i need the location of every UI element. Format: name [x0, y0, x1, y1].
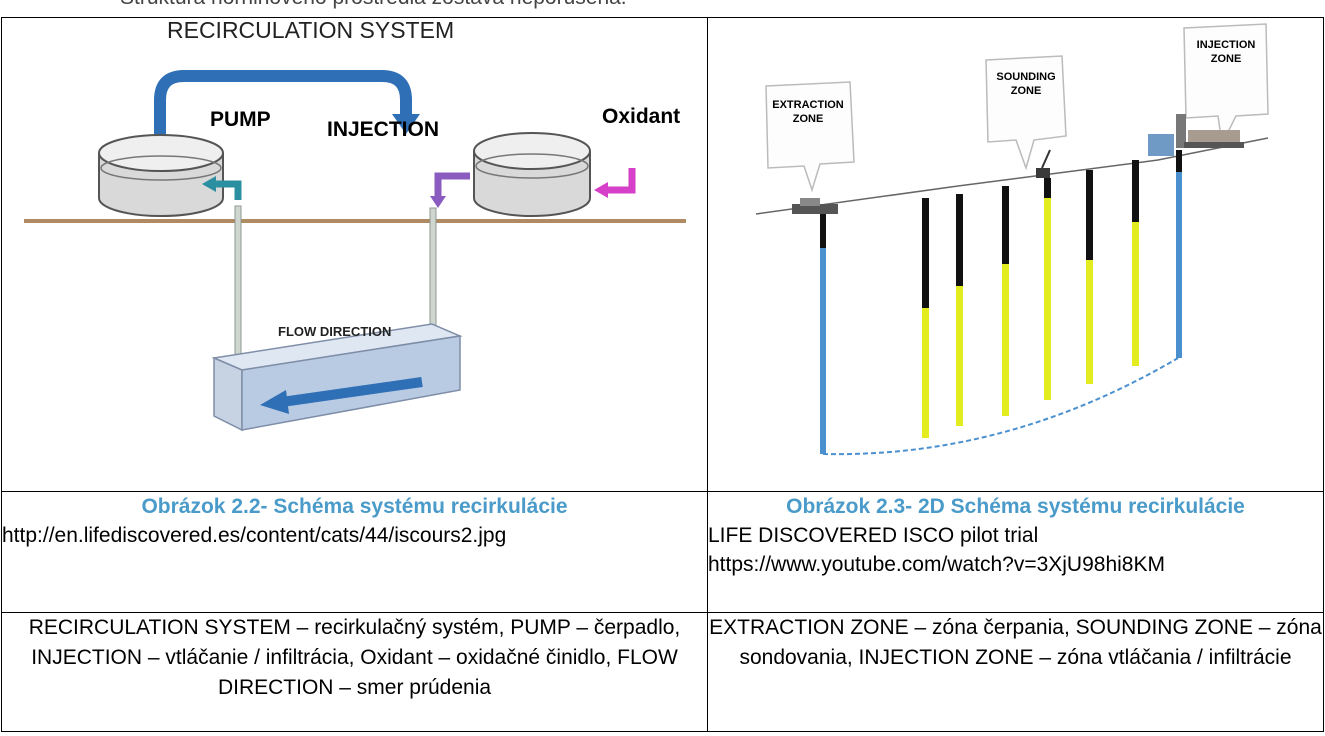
left-caption-title: Obrázok 2.2- Schéma systému recirkulácie — [141, 495, 568, 518]
sounding-pole — [1002, 186, 1009, 416]
injection-tank-icon — [473, 132, 591, 217]
right-legend-cell: EXTRACTION ZONE – zóna čerpania, SOUNDIN… — [707, 612, 1324, 732]
sounding-pole — [1044, 178, 1051, 400]
figure-table: RECIRCULATION SYSTEM — [1, 17, 1324, 732]
right-caption-cell: Obrázok 2.3- 2D Schéma systému recirkulá… — [707, 491, 1324, 613]
right-caption-line1: LIFE DISCOVERED ISCO pilot trial — [708, 524, 1039, 547]
aquifer-box — [211, 323, 463, 432]
extraction-zone-callout: EXTRACTION ZONE — [765, 81, 855, 193]
left-legend-cell: RECIRCULATION SYSTEM – recirkulačný syst… — [1, 612, 708, 732]
left-image-cell: RECIRCULATION SYSTEM — [1, 17, 708, 492]
right-caption-source: https://www.youtube.com/watch?v=3XjU98hi… — [708, 553, 1165, 576]
pump-label: PUMP — [210, 108, 271, 131]
diagram-title: RECIRCULATION SYSTEM — [167, 18, 454, 43]
header-cut-text: Štruktúra horninového prostredia zostáva… — [120, 0, 627, 10]
svg-text:EXTRACTION: EXTRACTION — [772, 99, 844, 111]
svg-text:ZONE: ZONE — [1011, 85, 1042, 97]
recirculation-diagram: RECIRCULATION SYSTEM — [2, 17, 702, 486]
injection-well — [429, 207, 437, 329]
right-caption-title: Obrázok 2.3- 2D Schéma systému recirkulá… — [786, 495, 1245, 518]
svg-text:SOUNDING: SOUNDING — [996, 71, 1055, 83]
injection-label: INJECTION — [327, 118, 439, 141]
svg-text:ZONE: ZONE — [1211, 53, 1242, 65]
oxidant-label: Oxidant — [602, 105, 680, 128]
right-image-cell: EXTRACTION ZONE SOUNDING ZONE INJECTION … — [707, 17, 1324, 492]
flow-direction-label: FLOW DIRECTION — [278, 324, 391, 339]
svg-text:INJECTION: INJECTION — [1197, 39, 1256, 51]
injection-equipment-icon — [1148, 114, 1244, 156]
injection-arrow-icon — [434, 172, 470, 198]
extraction-equipment-icon — [792, 198, 838, 214]
pump-tank-icon — [98, 134, 224, 217]
extraction-well — [820, 214, 826, 454]
sounding-pole — [956, 194, 963, 426]
injection-well — [1176, 150, 1182, 358]
recirculation-arrow — [154, 70, 412, 143]
sounding-pole — [1132, 160, 1139, 366]
flow-path-line — [822, 357, 1179, 456]
oxidant-arrow-icon — [606, 168, 636, 194]
ground-surface — [755, 137, 1269, 215]
left-caption-source: http://en.lifediscovered.es/content/cats… — [2, 524, 507, 547]
left-caption-cell: Obrázok 2.2- Schéma systému recirkulácie… — [1, 491, 708, 613]
svg-text:ZONE: ZONE — [793, 113, 824, 125]
sounding-zone-callout: SOUNDING ZONE — [985, 55, 1067, 171]
sounding-pole — [1086, 170, 1093, 384]
sounding-pole — [922, 198, 929, 438]
injection-zone-callout: INJECTION ZONE — [1183, 23, 1269, 147]
legend-row: RECIRCULATION SYSTEM – recirkulačný syst… — [1, 612, 1324, 732]
pump-arrow-icon — [214, 180, 242, 200]
sounding-equipment-icon — [1036, 149, 1051, 178]
caption-row: Obrázok 2.2- Schéma systému recirkulácie… — [1, 491, 1324, 613]
zones-diagram: EXTRACTION ZONE SOUNDING ZONE INJECTION … — [708, 18, 1320, 486]
image-row: RECIRCULATION SYSTEM — [1, 17, 1324, 492]
arrow-head — [392, 114, 420, 134]
